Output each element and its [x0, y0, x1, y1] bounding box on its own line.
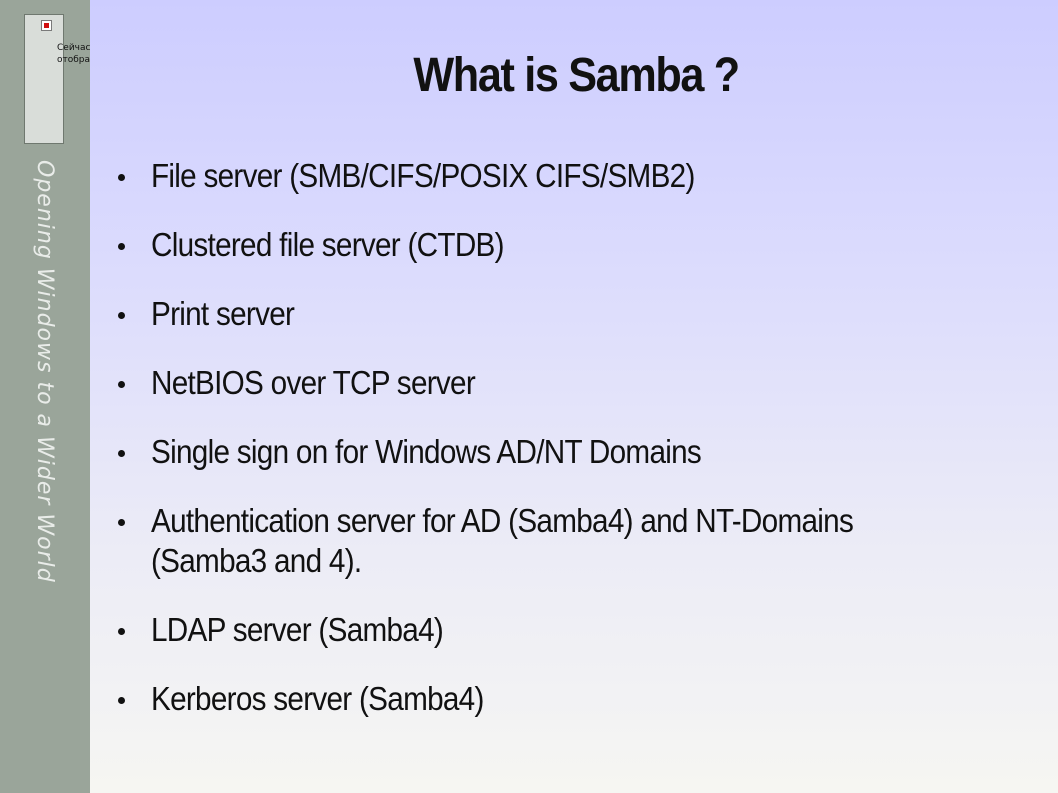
sidebar: Сейчас не удается отобразить Opening Win…	[0, 0, 146, 793]
bullet-icon	[118, 450, 125, 457]
bullet-item: Kerberos server (Samba4)	[118, 679, 1018, 719]
bullet-list: File server (SMB/CIFS/POSIX CIFS/SMB2) C…	[118, 156, 1018, 748]
image-placeholder	[24, 14, 64, 144]
bullet-icon	[118, 174, 125, 181]
bullet-item: Clustered file server (CTDB)	[118, 225, 1018, 265]
bullet-item: Print server	[118, 294, 1018, 334]
slide-title: What is Samba ?	[413, 49, 740, 102]
sidebar-tagline: Opening Windows to a Wider World	[32, 160, 57, 583]
bullet-text: Clustered file server (CTDB)	[151, 226, 505, 263]
bullet-text: Print server	[151, 295, 295, 332]
bullet-text: Single sign on for Windows AD/NT Domains	[151, 433, 702, 470]
bullet-item: Authentication server for AD (Samba4) an…	[118, 501, 1018, 581]
broken-image-icon	[41, 20, 52, 31]
bullet-icon	[118, 519, 125, 526]
bullet-text: Kerberos server (Samba4)	[151, 680, 484, 717]
bullet-text: LDAP server (Samba4)	[151, 611, 444, 648]
bullet-icon	[118, 312, 125, 319]
bullet-item: Single sign on for Windows AD/NT Domains	[118, 432, 1018, 472]
bullet-text: Authentication server for AD (Samba4) an…	[151, 502, 854, 579]
bullet-item: File server (SMB/CIFS/POSIX CIFS/SMB2)	[118, 156, 1018, 196]
bullet-text: File server (SMB/CIFS/POSIX CIFS/SMB2)	[151, 157, 695, 194]
bullet-icon	[118, 628, 125, 635]
bullet-icon	[118, 697, 125, 704]
bullet-text: NetBIOS over TCP server	[151, 364, 476, 401]
bullet-icon	[118, 381, 125, 388]
slide-content: What is Samba ? File server (SMB/CIFS/PO…	[90, 0, 1058, 793]
bullet-item: NetBIOS over TCP server	[118, 363, 1018, 403]
bullet-item: LDAP server (Samba4)	[118, 610, 1018, 650]
bullet-icon	[118, 243, 125, 250]
